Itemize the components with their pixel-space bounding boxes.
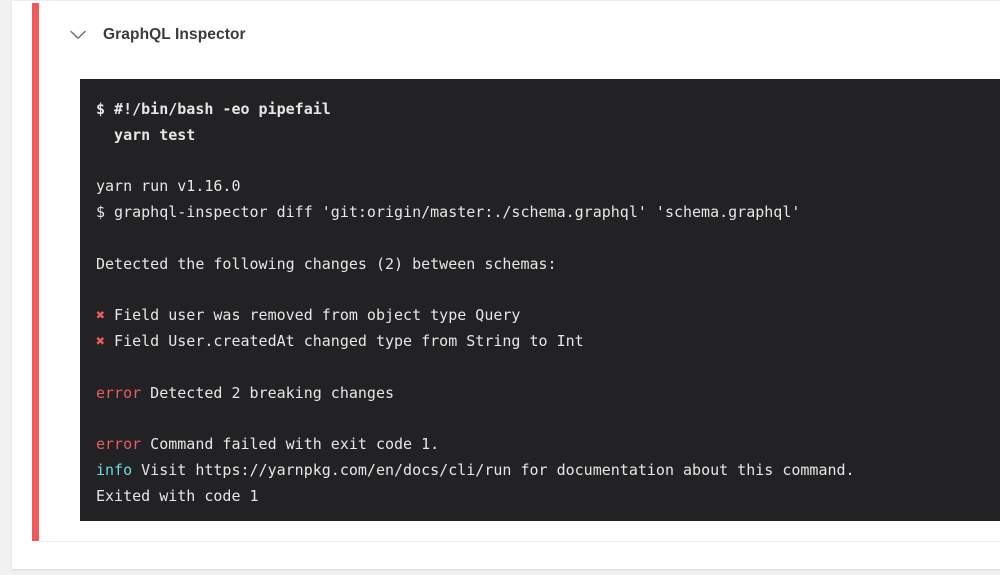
log-segment-plain: Field user was removed from object type … [105, 306, 521, 325]
line-blank-2 [96, 226, 1000, 252]
line-yarn-test: yarn test [96, 123, 1000, 149]
log-segment-plain: Detected 2 breaking changes [141, 383, 395, 402]
line-change-2: ✖ Field User.createdAt changed type from… [96, 329, 1000, 355]
log-segment-info: info [96, 461, 133, 480]
card-divider [39, 541, 1000, 542]
log-segment-plain: yarn run v1.16.0 [96, 177, 241, 196]
log-line-list: $ #!/bin/bash -eo pipefail yarn test yarn… [96, 97, 1000, 510]
line-change-1: ✖ Field user was removed from object typ… [96, 303, 1000, 329]
line-blank-3 [96, 278, 1000, 304]
line-detected-changes: Detected the following changes (2) betwe… [96, 252, 1000, 278]
line-exited: Exited with code 1 [96, 484, 1000, 510]
chevron-down-icon[interactable] [67, 24, 89, 46]
line-info-visit: info Visit https://yarnpkg.com/en/docs/c… [96, 458, 1000, 484]
line-blank-5 [96, 407, 1000, 433]
log-segment-plain: Visit https://yarnpkg.com/en/docs/cli/ru… [132, 461, 855, 480]
log-segment-plain: $ graphql-inspector diff 'git:origin/mas… [96, 203, 801, 222]
line-blank-4 [96, 355, 1000, 381]
line-yarn-run: yarn run v1.16.0 [96, 174, 1000, 200]
build-step-card: GraphQL Inspector $ #!/bin/bash -eo pipe… [12, 0, 1000, 569]
step-header[interactable]: GraphQL Inspector [39, 3, 1000, 67]
log-segment-error: error [96, 383, 142, 402]
log-segment-cross: ✖ [96, 306, 106, 325]
log-segment-plain: $ #!/bin/bash -eo pipefail [96, 100, 331, 118]
line-shebang: $ #!/bin/bash -eo pipefail [96, 97, 1000, 123]
log-segment-cross: ✖ [96, 332, 106, 351]
step-title: GraphQL Inspector [103, 26, 246, 43]
log-segment-plain: Field User.createdAt changed type from S… [105, 332, 584, 351]
log-segment-error: error [96, 435, 142, 454]
card-footer [39, 542, 1000, 569]
log-segment-plain: Command failed with exit code 1. [141, 435, 440, 454]
terminal-log-output[interactable]: $ #!/bin/bash -eo pipefail yarn test yarn… [80, 79, 1000, 521]
log-segment-plain: yarn test [96, 125, 196, 144]
log-segment-plain: Detected the following changes (2) betwe… [96, 254, 557, 273]
line-breaking-changes: error Detected 2 breaking changes [96, 381, 1000, 407]
line-blank-1 [96, 149, 1000, 175]
log-segment-plain: Exited with code 1 [96, 486, 259, 505]
line-inspector-diff: $ graphql-inspector diff 'git:origin/mas… [96, 200, 1000, 226]
line-command-failed: error Command failed with exit code 1. [96, 432, 1000, 458]
step-status-accent-bar [32, 3, 39, 541]
